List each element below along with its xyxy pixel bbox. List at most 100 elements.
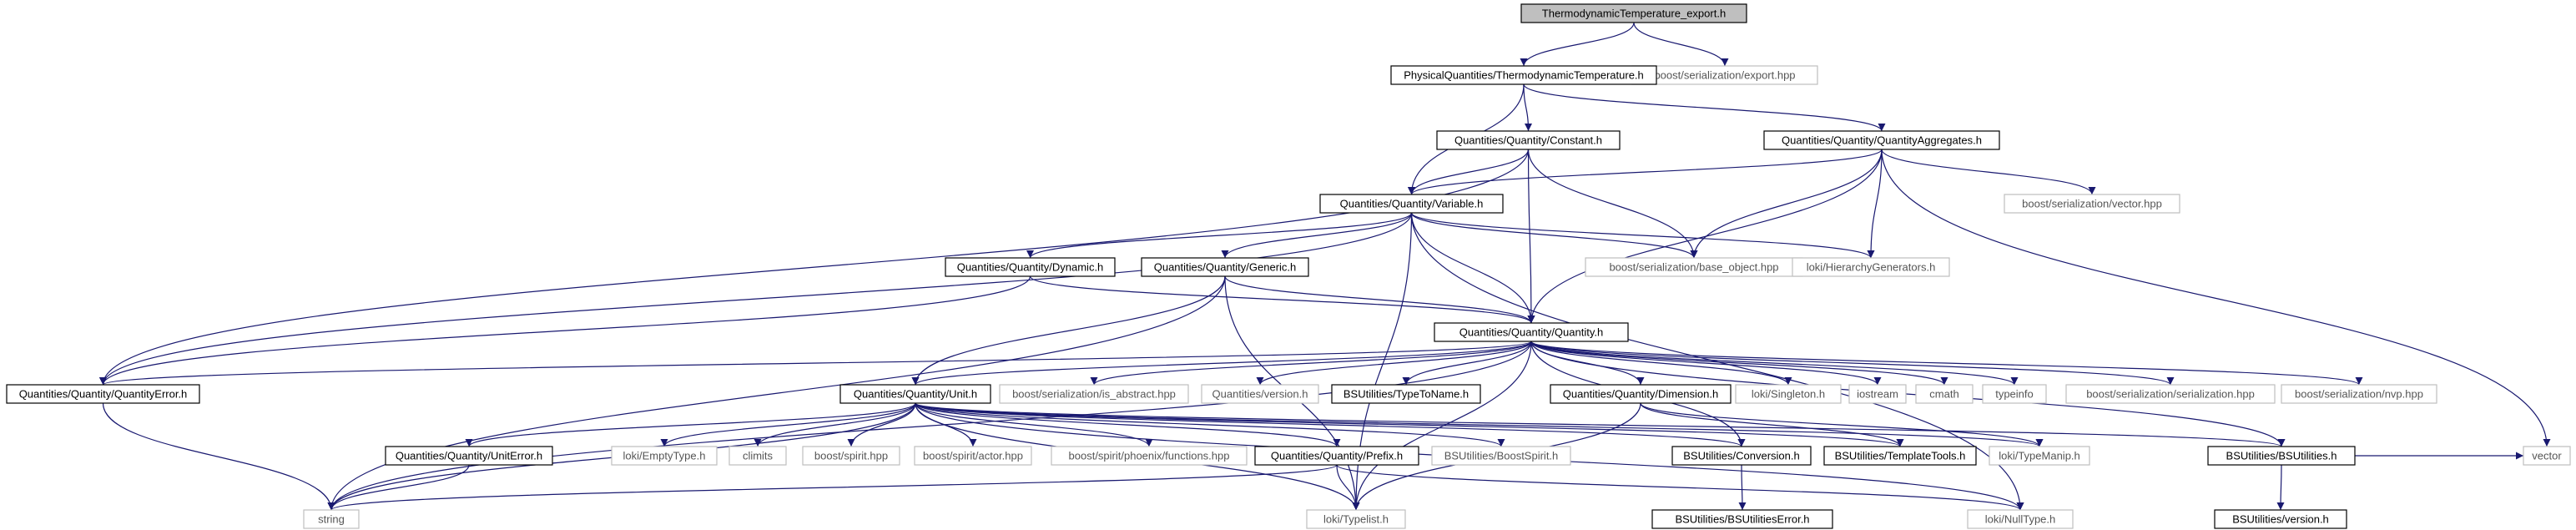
node-iostream: iostream <box>1848 384 1907 404</box>
node-label-root: ThermodynamicTemperature_export.h <box>1542 7 1726 19</box>
node-bsu_tt[interactable]: BSUtilities/TemplateTools.h <box>1823 446 1977 466</box>
node-label-b_spirit: boost/spirit.hpp <box>814 449 888 462</box>
node-box-q_gen <box>1141 257 1309 277</box>
edge-q_var-to-q_dyn <box>1026 212 1413 259</box>
node-label-bsu_tt: BSUtilities/TemplateTools.h <box>1835 449 1966 462</box>
edge-q_unit-to-bsu_tt <box>915 402 1904 447</box>
node-q_gen[interactable]: Quantities/Quantity/Generic.h <box>1141 257 1309 277</box>
node-box-iostream <box>1848 384 1907 404</box>
edge-q_gen-to-string <box>327 275 1226 511</box>
edges-layer <box>99 22 2551 511</box>
node-label-bs_base: boost/serialization/base_object.hpp <box>1609 260 1778 273</box>
node-bsu_conv[interactable]: BSUtilities/Conversion.h <box>1671 446 1812 466</box>
edge-q_unit-to-q_prefix <box>915 402 1341 447</box>
node-box-loki_tl <box>1306 509 1406 529</box>
node-box-loki_hier <box>1792 257 1950 277</box>
node-box-loki_tm <box>1989 446 2090 466</box>
node-q_dim[interactable]: Quantities/Quantity/Dimension.h <box>1550 384 1732 404</box>
node-bs_export: boost/serialization/export.hpp <box>1631 65 1818 85</box>
node-bsu_bsu[interactable]: BSUtilities/BSUtilities.h <box>2207 446 2356 466</box>
node-loki_hier: loki/HierarchyGenerators.h <box>1792 257 1950 277</box>
node-q_unit[interactable]: Quantities/Quantity/Unit.h <box>839 384 991 404</box>
edge-q_unit-to-climits <box>754 402 916 447</box>
node-box-bsu_conv <box>1671 446 1812 466</box>
node-loki_single: loki/Singleton.h <box>1735 384 1842 404</box>
node-label-q_uerr: Quantities/Quantity/UnitError.h <box>396 449 542 462</box>
node-label-loki_tm: loki/TypeManip.h <box>1999 449 2080 462</box>
node-box-bsu_ttn <box>1331 384 1481 404</box>
node-box-bs_abs <box>999 384 1189 404</box>
node-label-bsu_spirit: BSUtilities/BoostSpirit.h <box>1444 449 1559 462</box>
node-label-q_prefix: Quantities/Quantity/Prefix.h <box>1271 449 1403 462</box>
node-loki_empty: loki/EmptyType.h <box>611 446 718 466</box>
edge-q_dyn-to-q_qty <box>1029 275 1535 324</box>
node-label-bs_vector: boost/serialization/vector.hpp <box>2022 197 2162 209</box>
node-q_agg[interactable]: Quantities/Quantity/QuantityAggregates.h <box>1763 130 2000 150</box>
node-bs_base: boost/serialization/base_object.hpp <box>1585 257 1803 277</box>
node-bsu_ver[interactable]: BSUtilities/version.h <box>2214 509 2347 529</box>
node-bs_abs: boost/serialization/is_abstract.hpp <box>999 384 1189 404</box>
node-box-q_const <box>1436 130 1621 150</box>
node-box-climits <box>728 446 787 466</box>
node-q_const[interactable]: Quantities/Quantity/Constant.h <box>1436 130 1621 150</box>
node-bsu_ttn[interactable]: BSUtilities/TypeToName.h <box>1331 384 1481 404</box>
node-root[interactable]: ThermodynamicTemperature_export.h <box>1520 3 1747 23</box>
node-label-loki_tl: loki/Typelist.h <box>1323 512 1389 525</box>
node-pq_tt[interactable]: PhysicalQuantities/ThermodynamicTemperat… <box>1390 65 1657 85</box>
edge-q_prefix-to-loki_null <box>1336 464 2024 511</box>
node-label-q_unit: Quantities/Quantity/Unit.h <box>854 387 977 400</box>
node-q_qty[interactable]: Quantities/Quantity/Quantity.h <box>1434 322 1629 342</box>
edge-q_agg-to-bs_vector <box>1881 149 2096 195</box>
node-label-q_var: Quantities/Quantity/Variable.h <box>1340 197 1484 209</box>
node-box-bsu_tt <box>1823 446 1977 466</box>
node-box-root <box>1520 3 1747 23</box>
edge-q_unit-to-loki_empty <box>660 402 916 447</box>
edge-q_dim-to-bsu_tt <box>1640 402 1904 447</box>
node-label-q_dim: Quantities/Quantity/Dimension.h <box>1563 387 1718 400</box>
node-cmath: cmath <box>1915 384 1974 404</box>
edge-q_qty-to-string <box>327 341 1532 511</box>
node-box-b_spirit <box>802 446 900 466</box>
edge-q_var-to-q_err <box>99 212 1413 386</box>
node-label-bsu_ver: BSUtilities/version.h <box>2232 512 2329 525</box>
node-bsu_err[interactable]: BSUtilities/BSUtilitiesError.h <box>1651 509 1833 529</box>
edge-q_var-to-loki_null <box>1410 212 2024 511</box>
edge-root-to-bs_export <box>1633 22 1729 67</box>
node-label-loki_hier: loki/HierarchyGenerators.h <box>1807 260 1936 273</box>
node-label-bs_ser: boost/serialization/serialization.hpp <box>2086 387 2255 400</box>
edge-q_qty-to-bs_ser <box>1530 341 2175 386</box>
edge-q_qty-to-bs_nvp <box>1530 341 2363 386</box>
node-bsu_spirit: BSUtilities/BoostSpirit.h <box>1431 446 1571 466</box>
node-label-string: string <box>318 512 345 525</box>
node-label-bsu_bsu: BSUtilities/BSUtilities.h <box>2226 449 2337 462</box>
node-label-climits: climits <box>743 449 774 462</box>
edge-q_const-to-bs_base <box>1527 149 1698 259</box>
node-box-typeinfo <box>1982 384 2047 404</box>
node-label-b_actor: boost/spirit/actor.hpp <box>923 449 1023 462</box>
node-q_var[interactable]: Quantities/Quantity/Variable.h <box>1319 194 1504 214</box>
edge-root-to-pq_tt <box>1520 22 1635 67</box>
node-box-vector <box>2523 446 2571 466</box>
edge-q_agg-to-loki_hier <box>1867 149 1883 259</box>
edge-q_qty-to-loki_single <box>1530 341 1792 386</box>
node-q_prefix[interactable]: Quantities/Quantity/Prefix.h <box>1254 446 1419 466</box>
edge-q_dim-to-loki_tm <box>1640 402 2044 447</box>
node-box-q_dim <box>1550 384 1732 404</box>
node-label-q_qty: Quantities/Quantity/Quantity.h <box>1459 326 1603 338</box>
node-box-bsu_bsu <box>2207 446 2356 466</box>
node-q_dyn[interactable]: Quantities/Quantity/Dynamic.h <box>945 257 1116 277</box>
edge-q_qty-to-q_unit <box>911 341 1532 386</box>
edge-q_var-to-bs_base <box>1410 212 1698 259</box>
node-q_uerr[interactable]: Quantities/Quantity/UnitError.h <box>385 446 553 466</box>
node-label-typeinfo: typeinfo <box>1995 387 2034 400</box>
edge-q_unit-to-bsu_bsu <box>915 402 2285 447</box>
edge-q_const-to-q_qty <box>1527 149 1535 324</box>
node-q_err[interactable]: Quantities/Quantity/QuantityError.h <box>6 384 200 404</box>
edge-q_var-to-loki_hier <box>1410 212 1875 259</box>
node-box-b_phoenix <box>1051 446 1248 466</box>
edge-q_qty-to-q_ver <box>1256 341 1532 386</box>
edge-q_qty-to-q_err <box>99 341 1532 386</box>
node-b_actor: boost/spirit/actor.hpp <box>914 446 1032 466</box>
node-box-bsu_spirit <box>1431 446 1571 466</box>
edge-q_prefix-to-loki_tl <box>1336 464 1360 511</box>
